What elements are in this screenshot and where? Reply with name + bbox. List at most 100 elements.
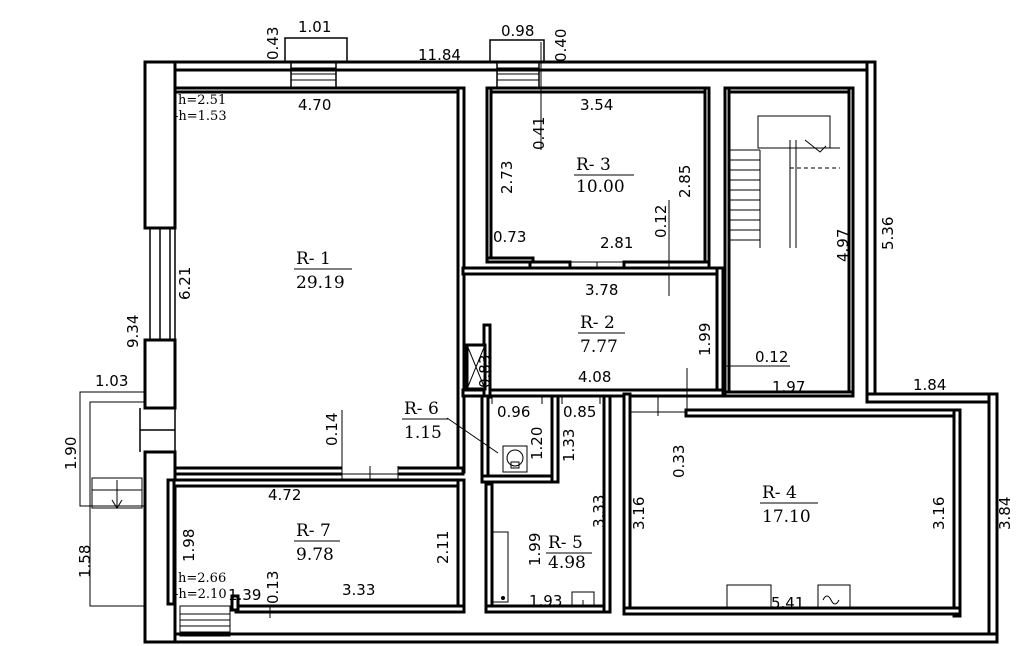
dim-r4-bottom: 5.41	[771, 594, 804, 612]
r4-right-wall	[952, 408, 962, 618]
dim-r4-right: 3.16	[930, 497, 948, 530]
r6-name: R- 6	[404, 399, 439, 419]
dim-porch-depth: 1.90	[62, 437, 80, 470]
dim-r5-bottom: 1.93	[529, 592, 562, 610]
dim-top-step-right-width: 0.98	[501, 22, 534, 40]
dim-r2-side: 1.99	[696, 323, 714, 356]
dim-r7-bottom: 3.33	[342, 581, 375, 599]
dim-stair-length: 4.97	[834, 229, 852, 262]
r7-step-wall	[230, 594, 240, 612]
r2-bottom-wall	[461, 388, 725, 398]
dim-r2-top: 3.78	[585, 281, 618, 299]
r1-height: h=2.51	[178, 93, 226, 108]
r3-right-wall	[703, 86, 711, 270]
dim-r2-bottom: 4.08	[578, 368, 611, 386]
dim-r5-inner: 1.99	[526, 533, 544, 566]
r5-name: R- 5	[548, 533, 583, 553]
dim-r3-bottom-left: 0.73	[493, 228, 526, 246]
room-label-r7: R- 7 9.78	[294, 521, 340, 565]
room-label-r5: R- 5 4.98	[546, 533, 592, 573]
r7-area: 9.78	[296, 545, 334, 565]
r4-switch	[817, 584, 851, 610]
dim-top-step-left-depth: 0.43	[264, 27, 282, 60]
r7-top-wall	[166, 478, 466, 488]
dim-left-total: 9.34	[124, 315, 142, 348]
dim-r7-right: 2.11	[434, 531, 452, 564]
dim-right-lower: 3.84	[996, 497, 1014, 530]
r3-name: R- 3	[576, 155, 611, 175]
room-label-r2: R- 2 7.77	[578, 313, 625, 357]
wall-right-step	[865, 392, 999, 404]
dimension-labels-vertical: 0.43 0.40 6.21 9.34 0.14 2.73 2.85 0.41 …	[62, 27, 1014, 604]
stair-top-wall	[723, 86, 855, 94]
r7-right-wall	[456, 478, 466, 614]
dim-r7-step: 0.13	[264, 571, 282, 604]
r7-left-wall	[166, 478, 176, 606]
dim-r6-width: 0.96	[497, 403, 530, 421]
dim-r7-left: 1.98	[180, 529, 198, 562]
r1-bottom-wall	[173, 466, 465, 476]
dim-r1-door-offset: 0.14	[323, 413, 341, 446]
dim-r3-wall: 0.12	[652, 205, 670, 238]
r7-name: R- 7	[296, 521, 331, 541]
dim-right-total: 5.36	[879, 217, 897, 250]
dim-r3-top: 3.54	[580, 96, 613, 114]
dim-r3-left: 2.73	[498, 161, 516, 194]
dim-r3-right: 2.85	[676, 165, 694, 198]
r6-right-wall	[550, 394, 560, 484]
r4-bottom-wall	[622, 606, 962, 616]
r1-minus-height: -h=1.53	[174, 109, 227, 124]
r5-left-wall	[484, 482, 494, 612]
dim-r5-side-small: 1.33	[560, 429, 578, 462]
r4-name: R- 4	[762, 483, 797, 503]
r4-appliance	[726, 584, 772, 610]
dim-top-step-left-width: 1.01	[298, 18, 331, 36]
dim-r5-top: 0.85	[563, 403, 596, 421]
r7-minus-height: -h=2.10	[174, 587, 227, 602]
dimension-ticks	[269, 42, 790, 618]
dim-porch-width: 1.03	[95, 372, 128, 390]
dim-r5-right: 3.33	[590, 495, 608, 528]
dim-stair-bottom: 1.97	[772, 378, 805, 396]
r4-top-wall	[684, 408, 958, 418]
stair-bottom-wall	[723, 390, 855, 398]
r2-right-wall	[715, 266, 725, 396]
dim-r1-side: 6.21	[176, 267, 194, 300]
r5-area: 4.98	[548, 553, 586, 573]
wall-top	[143, 60, 877, 72]
stair-left-wall	[723, 86, 731, 398]
dim-porch-lower: 1.58	[76, 545, 94, 578]
room-label-r3: R- 3 10.00	[574, 155, 634, 197]
r5-right-wall	[602, 394, 612, 614]
bottom-steps	[179, 605, 231, 637]
top-steps-right	[489, 39, 545, 89]
dim-r7-step-w: 1.39	[228, 586, 261, 604]
dim-r2-left-small: 0.83	[476, 355, 494, 388]
r6-leader-line	[446, 417, 499, 454]
r2-name: R- 2	[580, 313, 615, 333]
r6-bottom-wall	[480, 474, 560, 484]
dim-stair-wall: 0.12	[755, 348, 788, 366]
r3-left-wall	[485, 86, 493, 264]
r1-right-wall	[456, 86, 466, 474]
r2-area: 7.77	[580, 337, 618, 357]
wall-left-mid	[143, 338, 177, 410]
r4-area: 17.10	[762, 507, 811, 527]
dim-top-total: 11.84	[418, 46, 461, 64]
r6-left-wall	[480, 394, 490, 482]
dim-r3-door-offset: 0.41	[530, 117, 548, 150]
toilet-icon	[502, 445, 528, 473]
room-label-r6: R- 6 1.15	[402, 399, 448, 443]
dimension-labels-horizontal: 1.01 11.84 0.98 4.70 3.54 0.73 2.81 3.78…	[95, 18, 946, 612]
dim-r3-bottom: 2.81	[600, 234, 633, 252]
dim-r1-top: 4.70	[298, 96, 331, 114]
r1-name: R- 1	[296, 249, 331, 269]
wall-right-upper	[865, 60, 877, 404]
r2-top-wall	[461, 266, 723, 276]
r1-area: 29.19	[296, 273, 345, 293]
wall-bottom	[143, 632, 999, 644]
room-label-r4: R- 4 17.10	[760, 483, 818, 527]
dim-r6-depth: 1.20	[528, 427, 546, 460]
stair-steps	[729, 115, 840, 248]
